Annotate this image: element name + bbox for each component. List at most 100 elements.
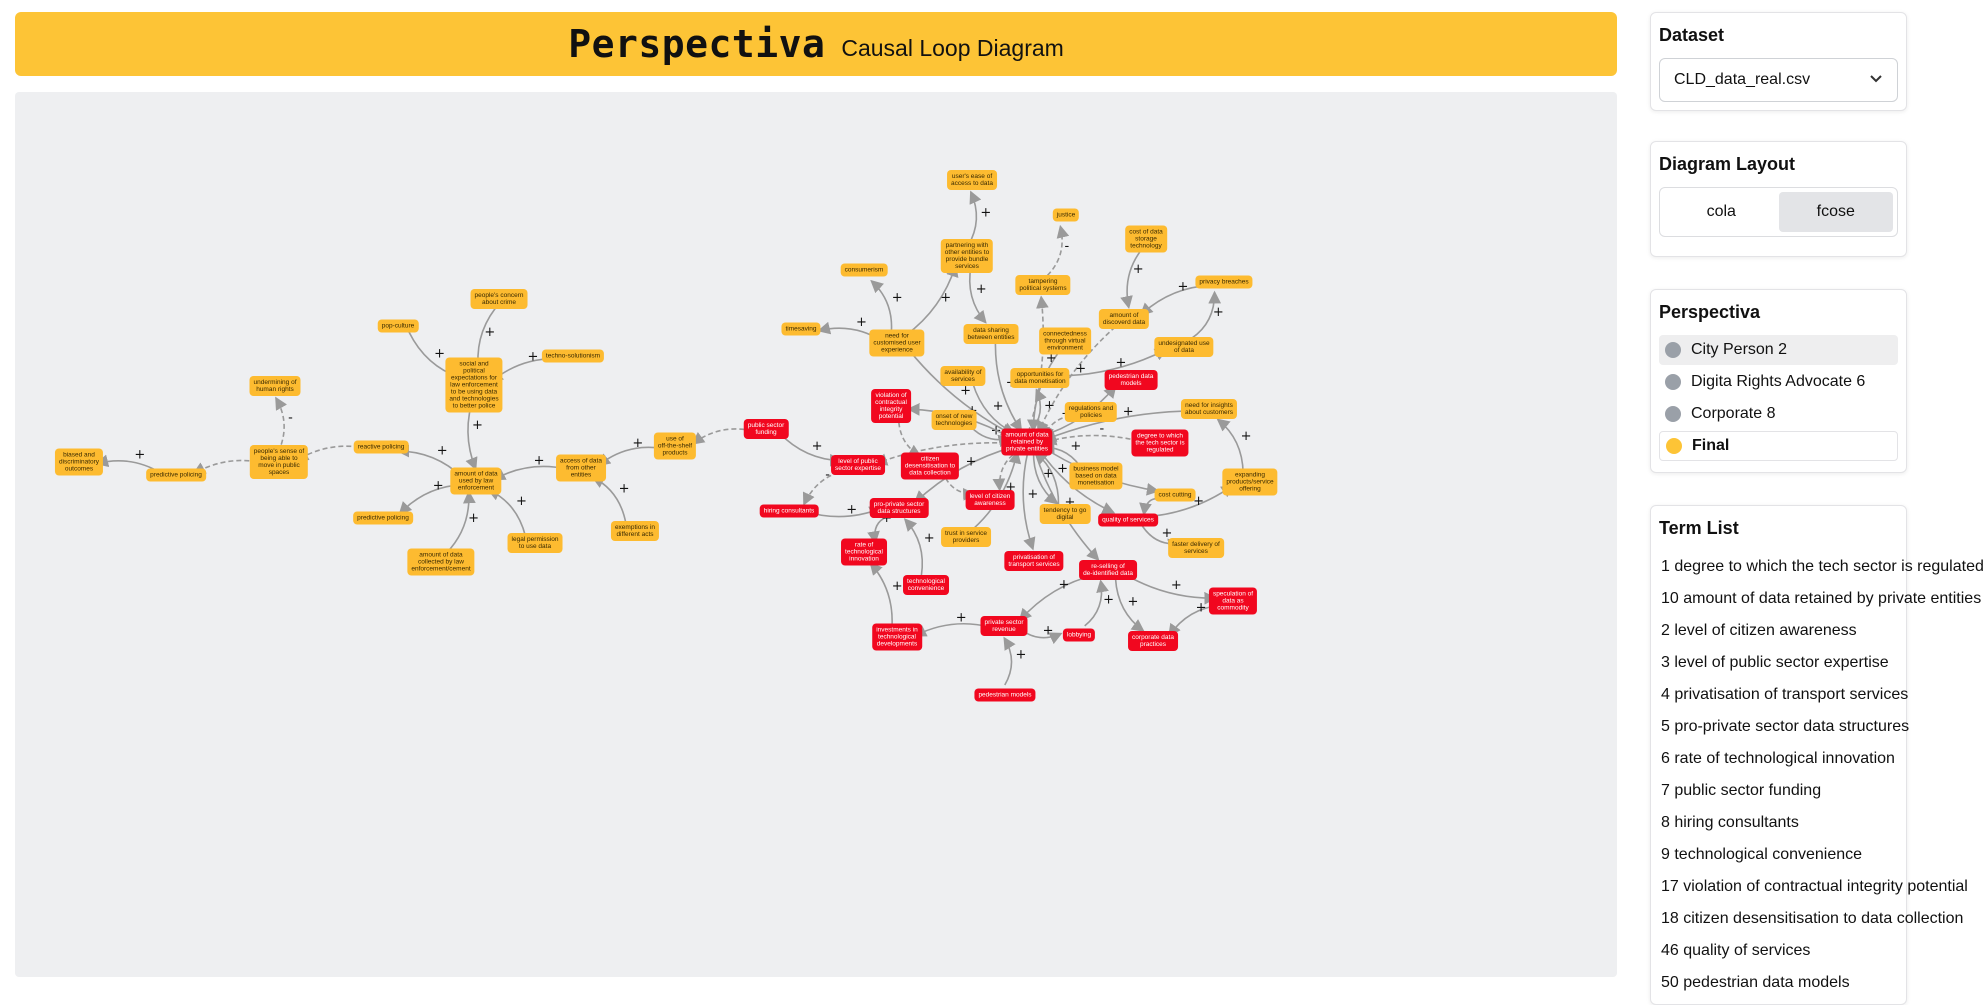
node-lobbying[interactable]: lobbying <box>1062 628 1096 642</box>
node-biased[interactable]: biased and discriminatory outcomes <box>54 448 104 476</box>
perspective-corporate[interactable]: Corporate 8 <box>1659 399 1898 429</box>
node-storage[interactable]: cost of data storage technology <box>1125 225 1167 253</box>
node-social[interactable]: social and political expectations for la… <box>445 357 503 413</box>
term-list-item[interactable]: 6 rate of technological innovation <box>1661 750 1895 767</box>
node-trust[interactable]: trust in service providers <box>941 527 991 547</box>
dataset-select[interactable]: CLD_data_real.csv <box>1659 58 1898 102</box>
node-usersease[interactable]: user's ease of access to data <box>947 170 997 190</box>
node-access[interactable]: access of data from other entities <box>556 454 606 482</box>
edge-sign: + <box>1043 623 1054 638</box>
node-datasharing[interactable]: data sharing between entities <box>963 324 1019 344</box>
term-list-item[interactable]: 5 pro-private sector data structures <box>1661 718 1910 735</box>
edge-sign: + <box>812 439 823 454</box>
node-investments[interactable]: investments in technological development… <box>872 623 922 651</box>
node-privacy[interactable]: privacy breaches <box>1195 275 1253 289</box>
edge-sign: + <box>1103 592 1114 607</box>
perspective-final[interactable]: Final <box>1659 431 1898 461</box>
node-availability[interactable]: availability of services <box>940 366 986 386</box>
node-partnering[interactable]: partnering with other entities to provid… <box>940 239 994 273</box>
node-sense[interactable]: people's sense of being able to move in … <box>249 445 309 479</box>
term-list-item[interactable]: 7 public sector funding <box>1661 782 1822 799</box>
edge-sign: + <box>892 291 903 306</box>
node-customised[interactable]: need for customised user experience <box>869 329 925 357</box>
node-expanding[interactable]: expanding products/service offering <box>1222 468 1278 496</box>
term-list-item[interactable]: 3 level of public sector expertise <box>1661 654 1889 671</box>
term-list: 1 degree to which the tech sector is reg… <box>1659 551 1984 999</box>
node-pubfund[interactable]: public sector funding <box>743 419 789 439</box>
node-privtrans[interactable]: privatisation of transport services <box>1004 551 1064 571</box>
node-collected[interactable]: amount of data collected by law enforcem… <box>407 548 475 576</box>
edge-sign: + <box>1005 480 1016 495</box>
node-monetisation[interactable]: opportunities for data monetisation <box>1010 368 1070 388</box>
perspective-label: Corporate 8 <box>1691 405 1776 422</box>
term-list-item[interactable]: 4 privatisation of transport services <box>1661 686 1909 703</box>
perspective-digital-rights[interactable]: Digita Rights Advocate 6 <box>1659 367 1898 397</box>
node-tampering[interactable]: tampering political systems <box>1015 275 1071 295</box>
node-reactive[interactable]: reactive policing <box>353 440 409 454</box>
term-list-item[interactable]: 18 citizen desensitisation to data colle… <box>1661 910 1964 927</box>
term-list-item[interactable]: 17 violation of contractual integrity po… <box>1661 878 1968 895</box>
node-privrev[interactable]: private sector revenue <box>980 616 1028 636</box>
node-costcut[interactable]: cost cutting <box>1154 488 1196 502</box>
term-list-item[interactable]: 1 degree to which the tech sector is reg… <box>1661 558 1984 575</box>
dataset-panel: Dataset CLD_data_real.csv <box>1650 12 1907 111</box>
node-consumerism[interactable]: consumerism <box>840 263 888 277</box>
node-faster[interactable]: faster delivery of services <box>1168 538 1224 558</box>
layout-option-cola[interactable]: cola <box>1706 203 1736 220</box>
node-predpol2[interactable]: predictive policing <box>353 511 413 525</box>
node-rateinno[interactable]: rate of technological innovation <box>841 538 887 566</box>
node-quality[interactable]: quality of services <box>1098 513 1158 527</box>
edge-pedmodels-privrev <box>1003 636 1016 686</box>
node-discoverd[interactable]: amount of discoverd data <box>1098 309 1150 329</box>
term-list-item[interactable]: 8 hiring consultants <box>1661 814 1799 831</box>
node-pubexp[interactable]: level of public sector expertise <box>831 455 885 475</box>
node-awareness[interactable]: level of citizen awareness <box>965 490 1015 510</box>
term-list-item[interactable]: 2 level of citizen awareness <box>1661 622 1857 639</box>
edge-sign: + <box>1058 577 1069 592</box>
node-legal[interactable]: legal permission to use data <box>507 533 563 553</box>
node-regs[interactable]: regulations and policies <box>1064 402 1118 422</box>
term-list-item[interactable]: 46 quality of services <box>1661 942 1811 959</box>
node-desens[interactable]: citizen desensitisation to data collecti… <box>900 452 960 480</box>
node-connected[interactable]: connectedness through virtual environmen… <box>1039 327 1091 355</box>
node-corporate[interactable]: corporate data practices <box>1128 631 1178 651</box>
node-reselling[interactable]: re-selling of de-identified data <box>1079 560 1137 580</box>
node-predpol1[interactable]: predictive policing <box>146 468 206 482</box>
dataset-title: Dataset <box>1659 25 1725 45</box>
node-justice[interactable]: justice <box>1052 208 1080 222</box>
term-list-item[interactable]: 9 technological convenience <box>1661 846 1863 863</box>
node-techsol[interactable]: techno-solutionism <box>541 349 605 363</box>
edge-privacy-discoverd <box>1139 284 1211 316</box>
term-list-item[interactable]: 10 amount of data retained by private en… <box>1661 590 1982 607</box>
node-undesig[interactable]: undesignated use of data <box>1154 337 1214 357</box>
layout-option-fcose[interactable]: fcose <box>1778 192 1893 232</box>
node-digital[interactable]: tendency to go digital <box>1039 504 1091 524</box>
node-violation[interactable]: violation of contractual integrity poten… <box>871 389 911 423</box>
edge-reselling-corporate <box>1114 578 1145 632</box>
node-hub[interactable]: amount of data retained by private entit… <box>1001 428 1053 456</box>
node-insights[interactable]: need for insights about customers <box>1180 399 1238 419</box>
term-list-item[interactable]: 50 pedestrian data models <box>1661 974 1850 991</box>
node-exemptions[interactable]: exemptions in different acts <box>610 521 660 541</box>
node-pedmodels[interactable]: pedestrian models <box>974 688 1036 702</box>
node-pedmodels2[interactable]: pedestrian data models <box>1104 370 1158 390</box>
node-offshelf[interactable]: use of off-the-shelf products <box>653 432 697 460</box>
node-amountlaw[interactable]: amount of data used by law enforcement <box>450 467 502 495</box>
node-speculation[interactable]: speculation of data as commodity <box>1208 587 1258 615</box>
edge-partnering-usersease <box>967 190 982 247</box>
node-popculture[interactable]: pop-culture <box>377 319 419 333</box>
edge-sign: + <box>484 325 495 340</box>
edge-sign: + <box>1043 466 1054 481</box>
node-concern[interactable]: people's concern about crime <box>470 289 528 309</box>
node-techconv[interactable]: technological convenience <box>903 575 949 595</box>
node-business[interactable]: business model based on data monetisatio… <box>1069 462 1123 490</box>
node-regulated[interactable]: degree to which the tech sector is regul… <box>1131 429 1189 457</box>
perspective-city-person[interactable]: City Person 2 <box>1659 335 1898 365</box>
node-hiring[interactable]: hiring consultants <box>759 504 819 518</box>
node-timesaving[interactable]: timesaving <box>781 322 821 336</box>
edge-digital-hub <box>1034 451 1060 506</box>
diagram-canvas[interactable]: +-+++++++++++++-++++++++++++++++++++--++… <box>15 92 1617 977</box>
node-proprivate[interactable]: pro-private sector data structures <box>869 498 929 518</box>
node-onset[interactable]: onset of new technologies <box>931 410 977 430</box>
node-undermine[interactable]: undermining of human rights <box>249 376 301 396</box>
